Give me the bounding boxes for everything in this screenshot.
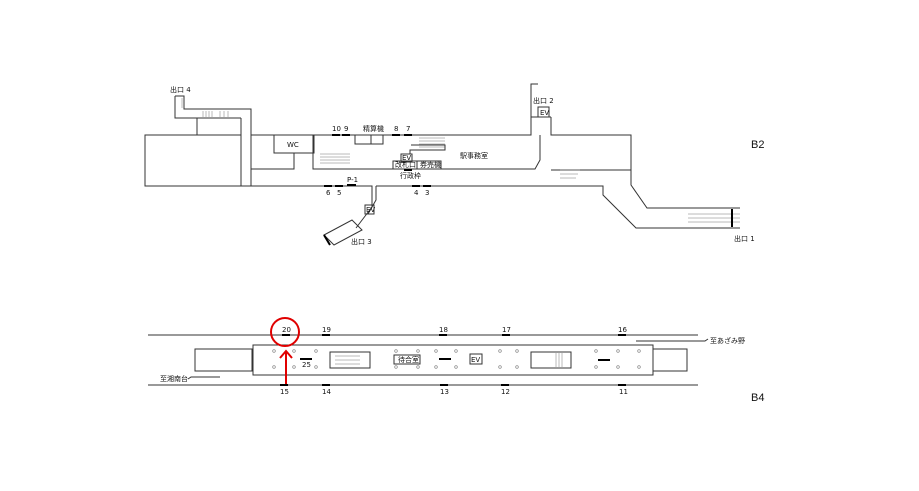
direction-shonandai: 至湘南台	[160, 374, 188, 383]
stop-6: 6	[326, 189, 331, 197]
b2-stops: 10 9 8 7 6 5 4 3	[324, 125, 431, 197]
stop-13: 13	[440, 388, 449, 396]
p1-label: P-1	[347, 176, 358, 184]
stop-5: 5	[337, 189, 341, 197]
wc-label: WC	[287, 141, 299, 149]
exit3-ev-label: EV	[366, 206, 375, 214]
stop-25: 25	[302, 361, 311, 369]
b4-ev-label: EV	[471, 356, 480, 364]
b2-floor-plan: EV EV EV 改札口	[144, 83, 764, 246]
ticket-machine-label: 券売機	[420, 160, 441, 169]
station-office-label: 駅事務室	[460, 151, 488, 160]
admin-frame-label: 行政枠	[400, 171, 421, 180]
stop-12: 12	[501, 388, 510, 396]
exit2-label: 出口 2	[533, 96, 554, 105]
stop-15: 15	[280, 388, 289, 396]
stop-17: 17	[502, 326, 511, 334]
b4-floor-plan: 待合室 EV 25 20 19 18 17 16 15 14 13 12 11	[148, 317, 764, 404]
stop-19: 19	[322, 326, 331, 334]
b4-stops: 20 19 18 17 16 15 14 13 12 11	[280, 326, 628, 396]
exit1-label: 出口 1	[734, 234, 755, 243]
exit4-label: 出口 4	[170, 85, 191, 94]
stop-10: 10	[332, 125, 341, 133]
stop-16: 16	[618, 326, 627, 334]
stop-18: 18	[439, 326, 448, 334]
fare-adjust-label: 精算機	[363, 124, 384, 133]
highlight-circle	[270, 317, 300, 347]
stop-7: 7	[406, 125, 410, 133]
waiting-room-label: 待合室	[398, 355, 419, 364]
stop-20: 20	[282, 326, 291, 334]
stop-8: 8	[394, 125, 398, 133]
floor-label-b4: B4	[751, 392, 764, 404]
stop-9: 9	[344, 125, 348, 133]
exit3-label: 出口 3	[351, 237, 372, 246]
stop-4: 4	[414, 189, 419, 197]
highlight-arrow-icon	[279, 349, 293, 384]
exit2-ev-label: EV	[540, 109, 549, 117]
ticket-gate-label: 改札口	[395, 160, 416, 169]
stop-3: 3	[425, 189, 429, 197]
stop-14: 14	[322, 388, 331, 396]
floor-label-b2: B2	[751, 139, 764, 151]
stop-11: 11	[619, 388, 628, 396]
ev-label: EV	[402, 154, 411, 162]
direction-azamino: 至あざみ野	[710, 336, 745, 345]
